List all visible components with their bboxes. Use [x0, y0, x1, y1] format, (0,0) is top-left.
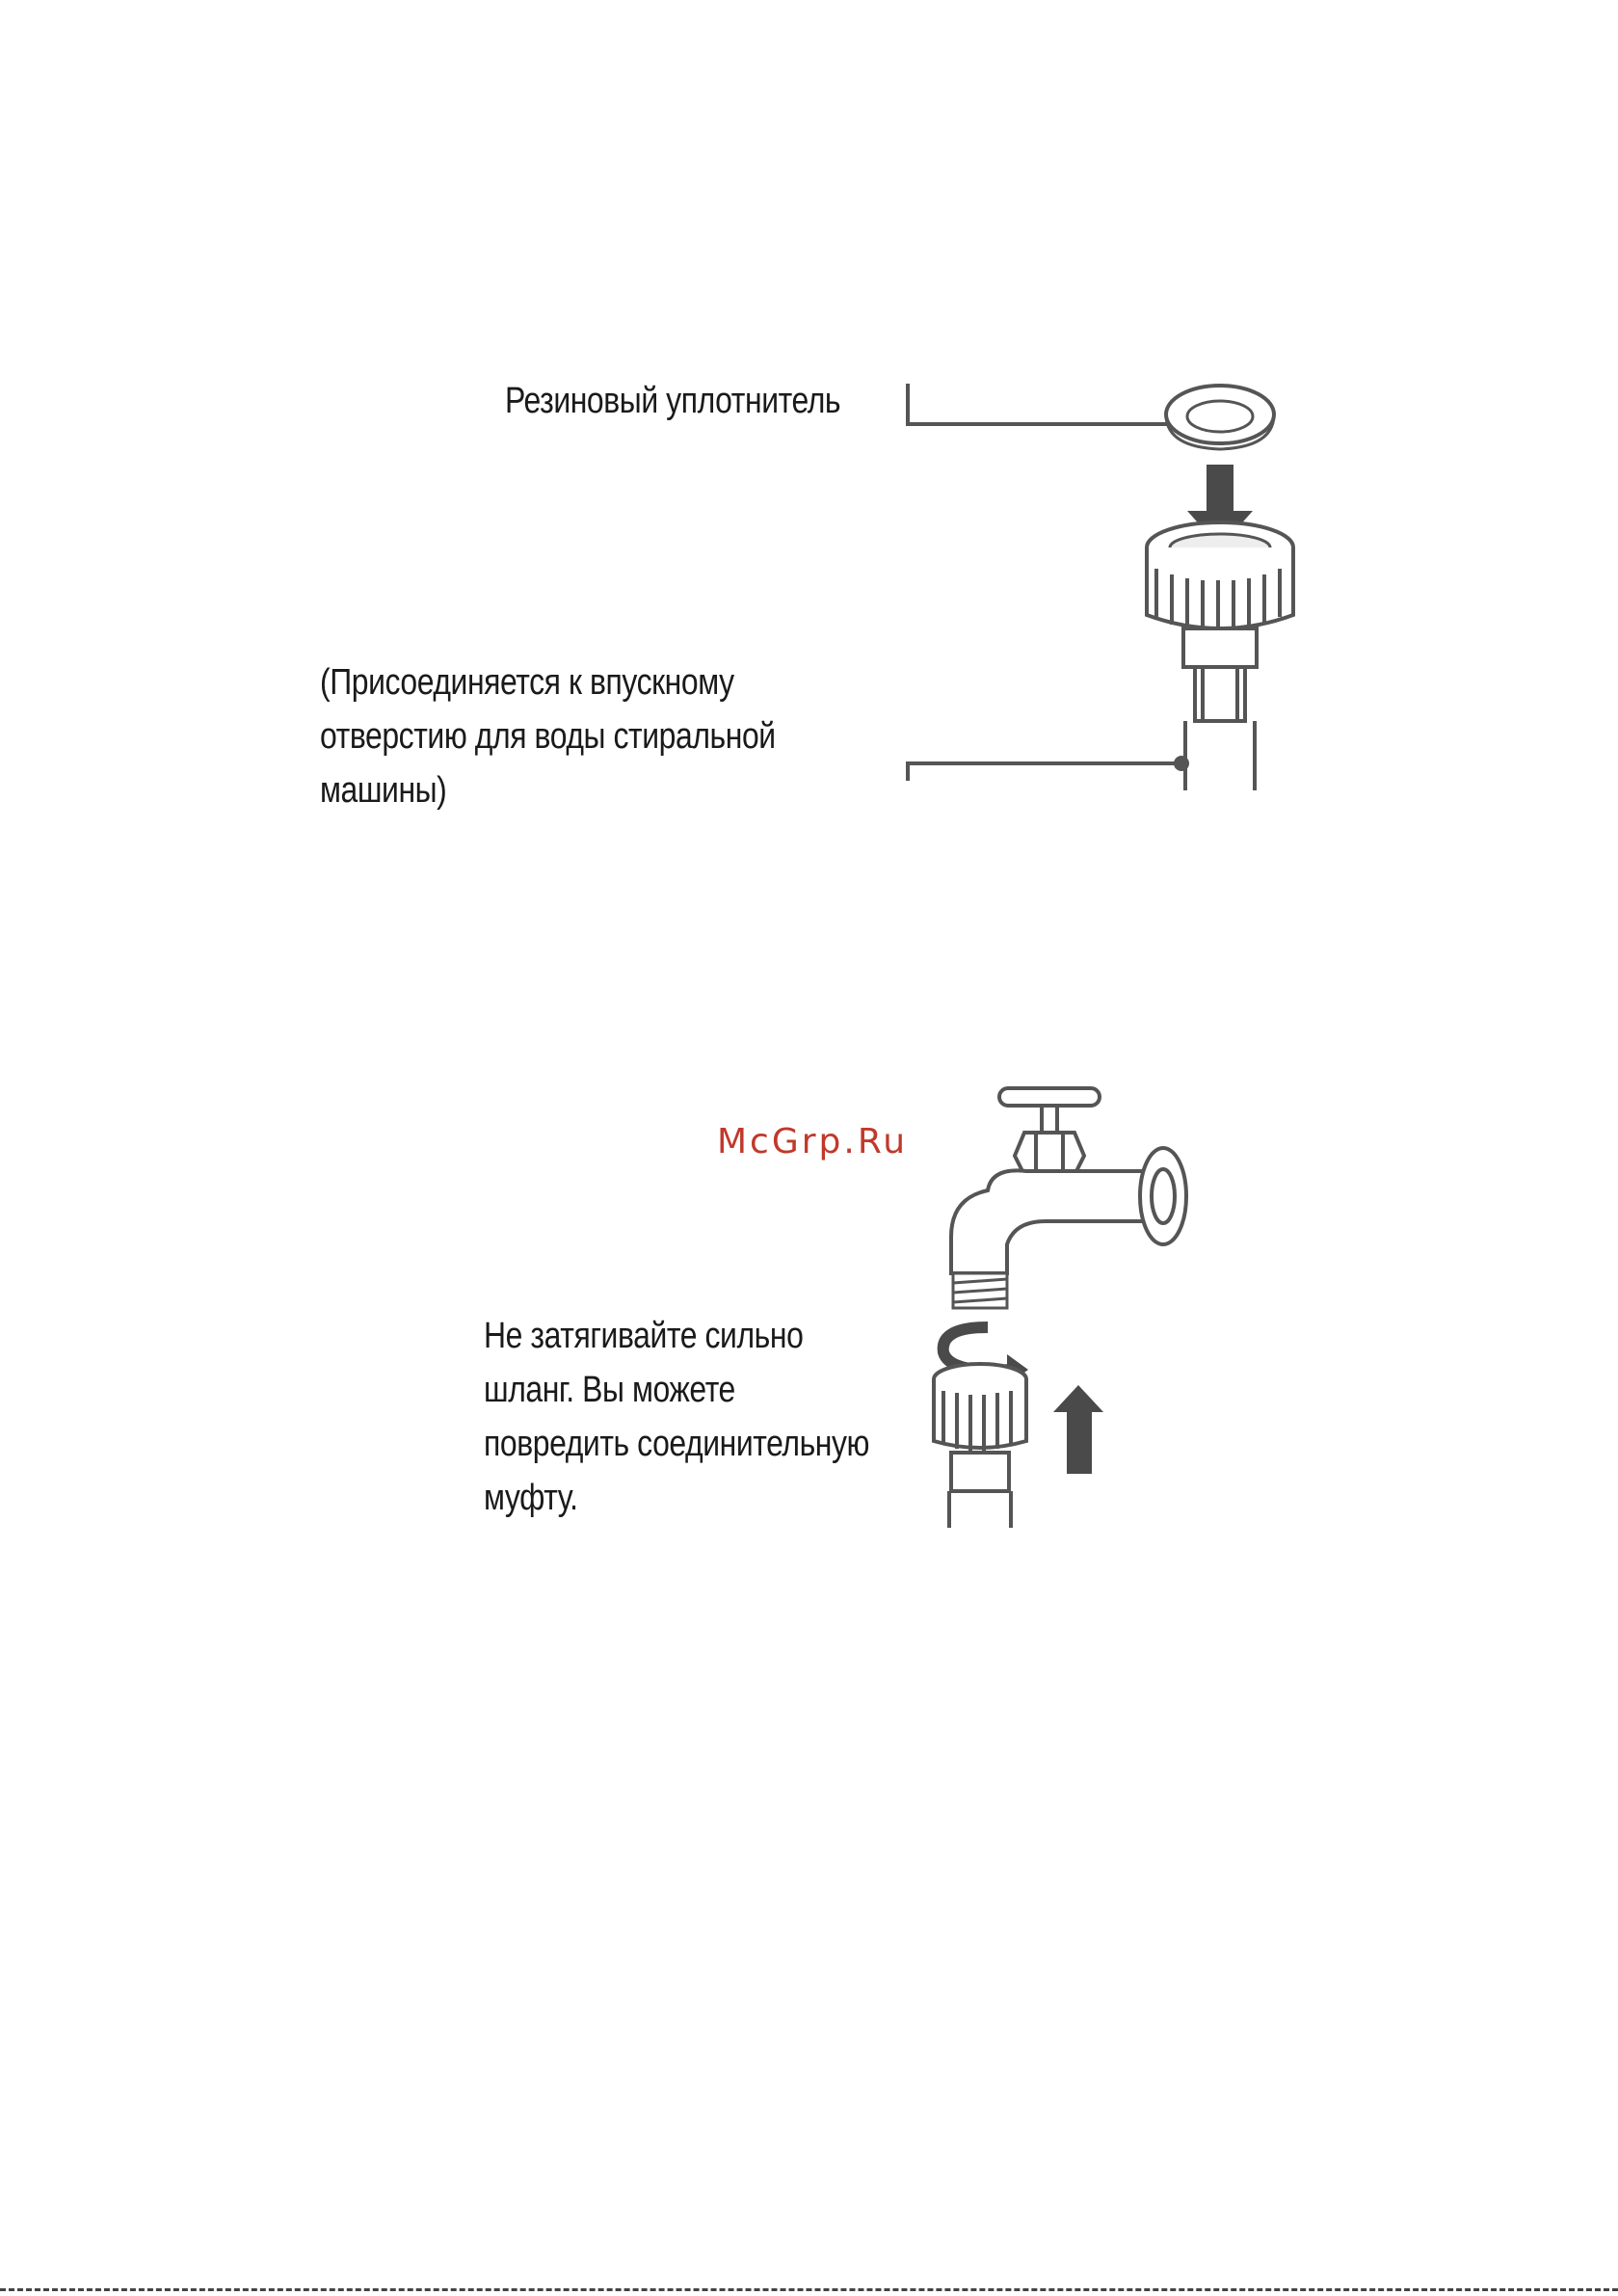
- hose-leader-line: [908, 758, 1187, 781]
- hose-neck: [1183, 628, 1257, 721]
- tighten-note-line-3: повредить соединительную: [484, 1417, 869, 1471]
- tap-connection-figure: [911, 1075, 1200, 1528]
- tap-handle: [999, 1088, 1100, 1175]
- inlet-note-line-1: (Присоединяется к впускному: [320, 655, 776, 709]
- inlet-note-line-2: отверстию для воды стиральной: [320, 709, 776, 763]
- wall-flange: [1140, 1148, 1186, 1244]
- inlet-note-line-3: машины): [320, 763, 776, 817]
- rubber-seal-label-text: Резиновый уплотнитель: [505, 374, 840, 428]
- tighten-note-line-1: Не затягивайте сильно: [484, 1309, 869, 1363]
- hose-tube: [1185, 721, 1255, 790]
- inlet-connection-note: (Присоединяется к впускному отверстию дл…: [320, 655, 776, 817]
- rubber-seal-label: Резиновый уплотнитель: [505, 374, 840, 428]
- tap-coupling-nut: [934, 1364, 1026, 1451]
- page-bottom-rule: [0, 2288, 1618, 2291]
- tap-body: [951, 1170, 1152, 1273]
- hose-connector-figure: [896, 376, 1301, 790]
- spout-thread: [953, 1273, 1007, 1308]
- tap-hose: [949, 1453, 1011, 1528]
- watermark: McGrp.Ru: [717, 1122, 908, 1161]
- coupling-nut: [1147, 522, 1293, 630]
- seal-leader-line: [908, 384, 1183, 430]
- up-arrow-icon: [1053, 1385, 1103, 1474]
- rubber-seal-ring: [1166, 386, 1274, 449]
- tighten-warning-note: Не затягивайте сильно шланг. Вы можете п…: [484, 1309, 869, 1525]
- tighten-note-line-4: муфту.: [484, 1471, 869, 1525]
- tighten-note-line-2: шланг. Вы можете: [484, 1363, 869, 1417]
